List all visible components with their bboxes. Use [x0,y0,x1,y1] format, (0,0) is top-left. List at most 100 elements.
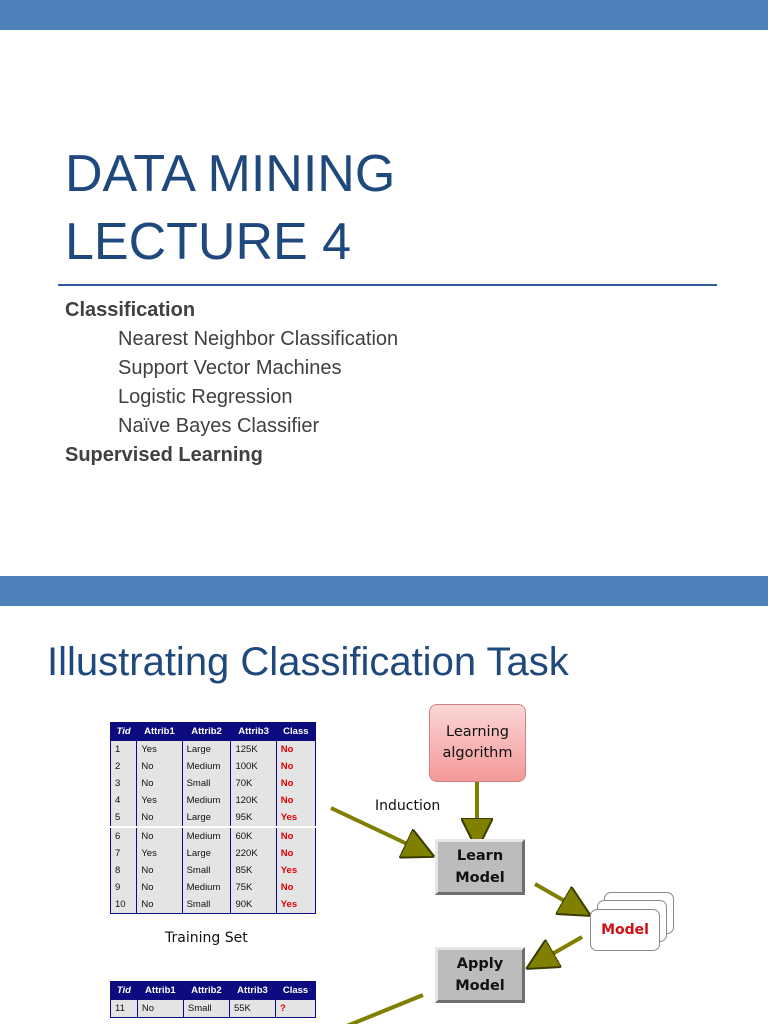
class-cell: Yes [275,862,317,879]
slide-classification-task: Illustrating Classification Task Tid Att… [0,576,768,1024]
header-bar [0,576,768,606]
slide-title-heading: Illustrating Classification Task [47,640,569,684]
table-cell: 9 [109,879,138,896]
table-header: Tid [110,981,138,1000]
table-header: Attrib1 [136,722,183,741]
training-set-caption: Training Set [165,930,248,946]
bullet-subitem: Support Vector Machines [118,357,342,379]
table-cell: Small [181,896,232,914]
class-cell: No [275,792,317,809]
table-cell: 70K [230,775,277,792]
model-card: Model [590,909,660,951]
title-line: LECTURE 4 [65,213,352,271]
table-header: Attrib2 [182,981,230,1000]
bullet-subitem: Naïve Bayes Classifier [118,415,320,437]
table-cell: No [136,775,183,792]
table-cell: Medium [181,826,232,845]
arrow-learn-to-model [534,882,577,908]
table-cell: 7 [109,845,138,862]
table-cell: 100K [230,758,277,775]
table-cell: 8 [109,862,138,879]
apply-model-label: Apply Model [455,956,505,994]
table-cell: 120K [230,792,277,809]
induction-label: Induction [375,798,441,814]
table-cell: 10 [109,896,138,914]
table-cell: Small [181,862,232,879]
bullet-subitem: Logistic Regression [118,386,293,408]
class-cell: Yes [275,896,317,914]
table-cell: Yes [136,845,183,862]
table-cell: Yes [136,740,183,758]
title-divider [58,284,717,286]
arrow-model-to-apply [540,935,583,961]
table-cell: 55K [228,999,277,1018]
table-cell: No [136,879,183,896]
table-cell: Small [182,999,230,1018]
table-cell: 125K [230,740,277,758]
table-cell: 60K [230,826,277,845]
table-cell: 4 [109,792,138,809]
table-cell: Large [181,845,232,862]
table-cell: 11 [110,999,138,1018]
table-cell: Medium [181,758,232,775]
table-header: Tid [109,722,138,741]
table-cell: 6 [109,826,138,845]
table-cell: No [136,758,183,775]
class-cell: ? [275,999,316,1018]
table-header: Class [275,722,317,741]
table-cell: Medium [181,792,232,809]
slide-title: DATA MINING LECTURE 4 Classification Nea… [0,0,768,466]
table-cell: No [136,896,183,914]
class-cell: No [275,740,317,758]
learning-algorithm-label: Learning algorithm [442,724,513,761]
learn-model-label: Learn Model [455,848,505,886]
table-cell: 1 [109,740,138,758]
bullet-item: Classification [65,299,196,321]
table-cell: Large [181,809,232,827]
apply-model-box: Apply Model [435,947,525,1003]
table-cell: Small [181,775,232,792]
table-cell: 2 [109,758,138,775]
class-cell: No [275,775,317,792]
title-line: DATA MINING [65,145,396,203]
arrow-induction [330,806,420,850]
arrow-apply-to-test [346,993,424,1024]
learn-model-box: Learn Model [435,839,525,895]
header-bar [0,0,768,30]
class-cell: Yes [275,809,317,827]
class-cell: No [275,879,317,896]
bullet-subitem: Nearest Neighbor Classification [118,328,399,350]
table-cell: 90K [230,896,277,914]
class-cell: No [275,758,317,775]
table-cell: Yes [136,792,183,809]
table-cell: No [136,809,183,827]
table-cell: 75K [230,879,277,896]
table-header: Attrib3 [230,722,277,741]
learning-algorithm-box: Learning algorithm [429,704,526,782]
table-cell: No [136,862,183,879]
class-cell: No [275,826,317,845]
table-cell: No [136,999,184,1018]
model-label: Model [601,922,649,938]
table-cell: Large [181,740,232,758]
bullet-item: Supervised Learning [65,444,263,466]
class-cell: No [275,845,317,862]
table-cell: 85K [230,862,277,879]
slide-title-heading: DATA MINING LECTURE 4 [65,140,705,276]
table-header: Class [275,981,316,1000]
table-cell: 5 [109,809,138,827]
table-cell: No [136,826,183,845]
table-cell: Medium [181,879,232,896]
